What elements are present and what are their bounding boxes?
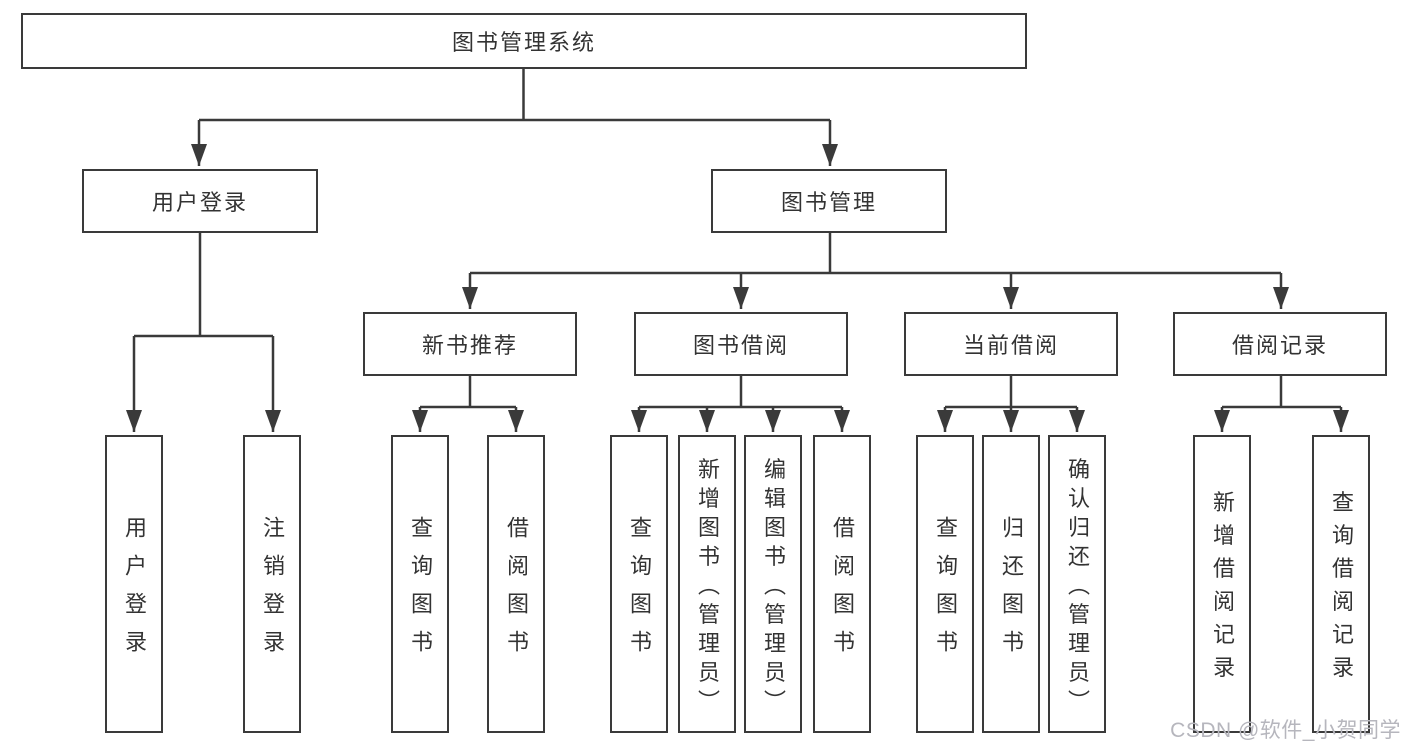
connector-current-borrow (937, 376, 1085, 432)
leaf-label: 归还图书 (999, 516, 1024, 668)
leaf-edit-books-admin: 编辑图书（管理员） (744, 435, 802, 733)
leaf-return-books: 归还图书 (982, 435, 1040, 733)
node-current-borrow: 当前借阅 (904, 312, 1118, 376)
leaf-query-books-current: 查询图书 (916, 435, 974, 733)
csdn-watermark: CSDN @软件_小贺同学 (1170, 719, 1401, 742)
leaf-add-borrow-record: 新增借阅记录 (1193, 435, 1251, 733)
leaf-borrow-books-recommend: 借阅图书 (487, 435, 545, 733)
node-user-login: 用户登录 (82, 169, 318, 233)
node-label: 用户登录 (151, 190, 248, 215)
leaf-add-books-admin: 新增图书（管理员） (678, 435, 736, 733)
leaf-logout-login: 注销登录 (243, 435, 301, 733)
leaf-label: 注销登录 (260, 516, 285, 668)
leaf-label: 编辑图书（管理员） (761, 457, 786, 718)
leaf-borrow-books-borrow: 借阅图书 (813, 435, 871, 733)
connector-book-mgmt-to-level3 (462, 233, 1289, 309)
leaf-confirm-return-admin: 确认归还（管理员） (1048, 435, 1106, 733)
node-label: 当前借阅 (962, 333, 1059, 358)
node-borrow-records: 借阅记录 (1173, 312, 1387, 376)
leaf-query-borrow-record: 查询借阅记录 (1312, 435, 1370, 733)
node-book-management: 图书管理 (711, 169, 947, 233)
connector-root-to-level2 (191, 69, 838, 166)
node-book-borrow: 图书借阅 (634, 312, 848, 376)
node-label: 图书管理 (780, 190, 877, 215)
connector-user-login-branch (126, 233, 281, 432)
leaf-label: 新增图书（管理员） (695, 457, 720, 718)
node-library-management-system: 图书管理系统 (21, 13, 1027, 69)
leaf-label: 借阅图书 (504, 516, 529, 668)
connector-new-book-recommend (412, 376, 524, 432)
connector-book-borrow (631, 376, 850, 432)
leaf-label: 查询图书 (627, 516, 652, 668)
leaf-user-login: 用户登录 (105, 435, 163, 733)
leaf-label: 新增借阅记录 (1210, 490, 1235, 689)
node-label: 图书借阅 (692, 333, 789, 358)
leaf-query-books-recommend: 查询图书 (391, 435, 449, 733)
node-label: 借阅记录 (1231, 333, 1328, 358)
leaf-label: 确认归还（管理员） (1065, 457, 1090, 718)
leaf-label: 查询借阅记录 (1329, 490, 1354, 689)
node-label: 图书管理系统 (451, 30, 596, 55)
connector-borrow-records (1214, 376, 1349, 432)
leaf-label: 查询图书 (933, 516, 958, 668)
node-new-book-recommend: 新书推荐 (363, 312, 577, 376)
leaf-label: 借阅图书 (830, 516, 855, 668)
leaf-label: 查询图书 (408, 516, 433, 668)
leaf-label: 用户登录 (122, 516, 147, 668)
leaf-query-books-borrow: 查询图书 (610, 435, 668, 733)
node-label: 新书推荐 (421, 333, 518, 358)
